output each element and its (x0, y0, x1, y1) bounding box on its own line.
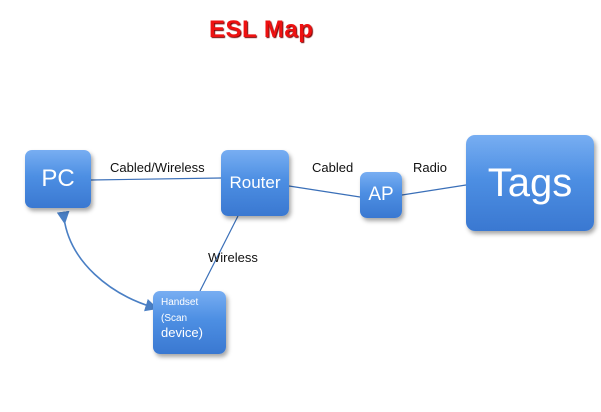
pc-node-label: PC (41, 165, 75, 192)
edge-label-ap-tags: Radio (413, 160, 447, 175)
handset-node: Handset (Scan device) (153, 291, 226, 354)
link-router-ap (288, 185, 361, 198)
handset-label-line1: Handset (161, 297, 199, 308)
ap-node-label: AP (368, 184, 394, 205)
diagram-title: ESL Map (209, 16, 314, 43)
edge-label-router-ap: Cabled (312, 160, 354, 175)
edge-label-pc-router: Cabled/Wireless (110, 160, 205, 175)
handset-label-line2: (Scan (161, 313, 188, 324)
ap-node: AP (360, 172, 402, 218)
link-pc-router (90, 177, 222, 181)
link-pc-handset-arrow (56, 210, 159, 312)
link-router-handset (199, 215, 239, 292)
pc-node: PC (25, 150, 91, 208)
router-node: Router (221, 150, 289, 216)
tags-node: Tags (466, 135, 594, 231)
handset-label-line3: device) (161, 325, 203, 340)
router-node-label: Router (229, 173, 281, 192)
tags-node-label: Tags (487, 160, 573, 205)
link-ap-tags (401, 184, 467, 196)
edge-label-router-handset: Wireless (208, 250, 258, 265)
